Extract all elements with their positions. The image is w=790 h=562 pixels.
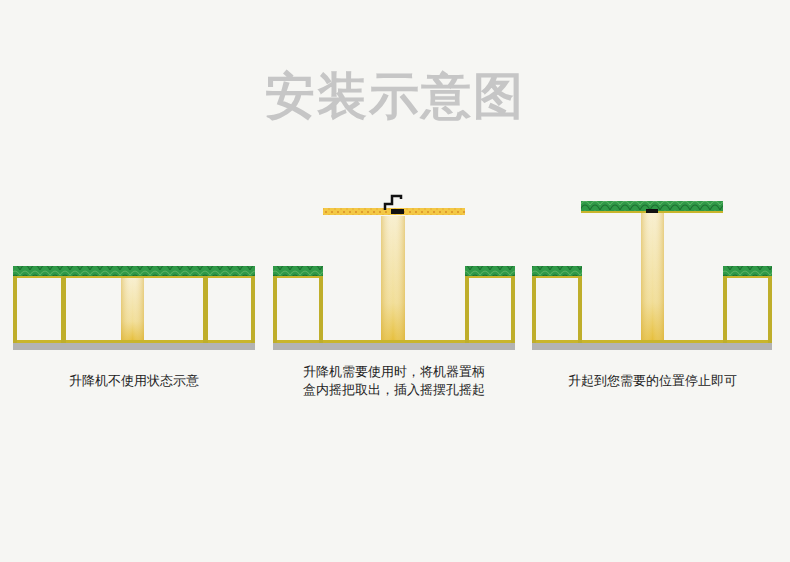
step-caption: 升降机需要使用时，将机器置柄盒内摇把取出，插入摇摆孔摇起 (299, 363, 489, 399)
page-title: 安装示意图 (0, 66, 790, 126)
cabinet-closed (13, 266, 255, 350)
cabinet-raised (532, 201, 772, 350)
cabinet-cranking (273, 196, 515, 350)
step-caption: 升降机不使用状态示意 (69, 372, 199, 390)
step-caption: 升起到您需要的位置停止即可 (568, 372, 737, 390)
